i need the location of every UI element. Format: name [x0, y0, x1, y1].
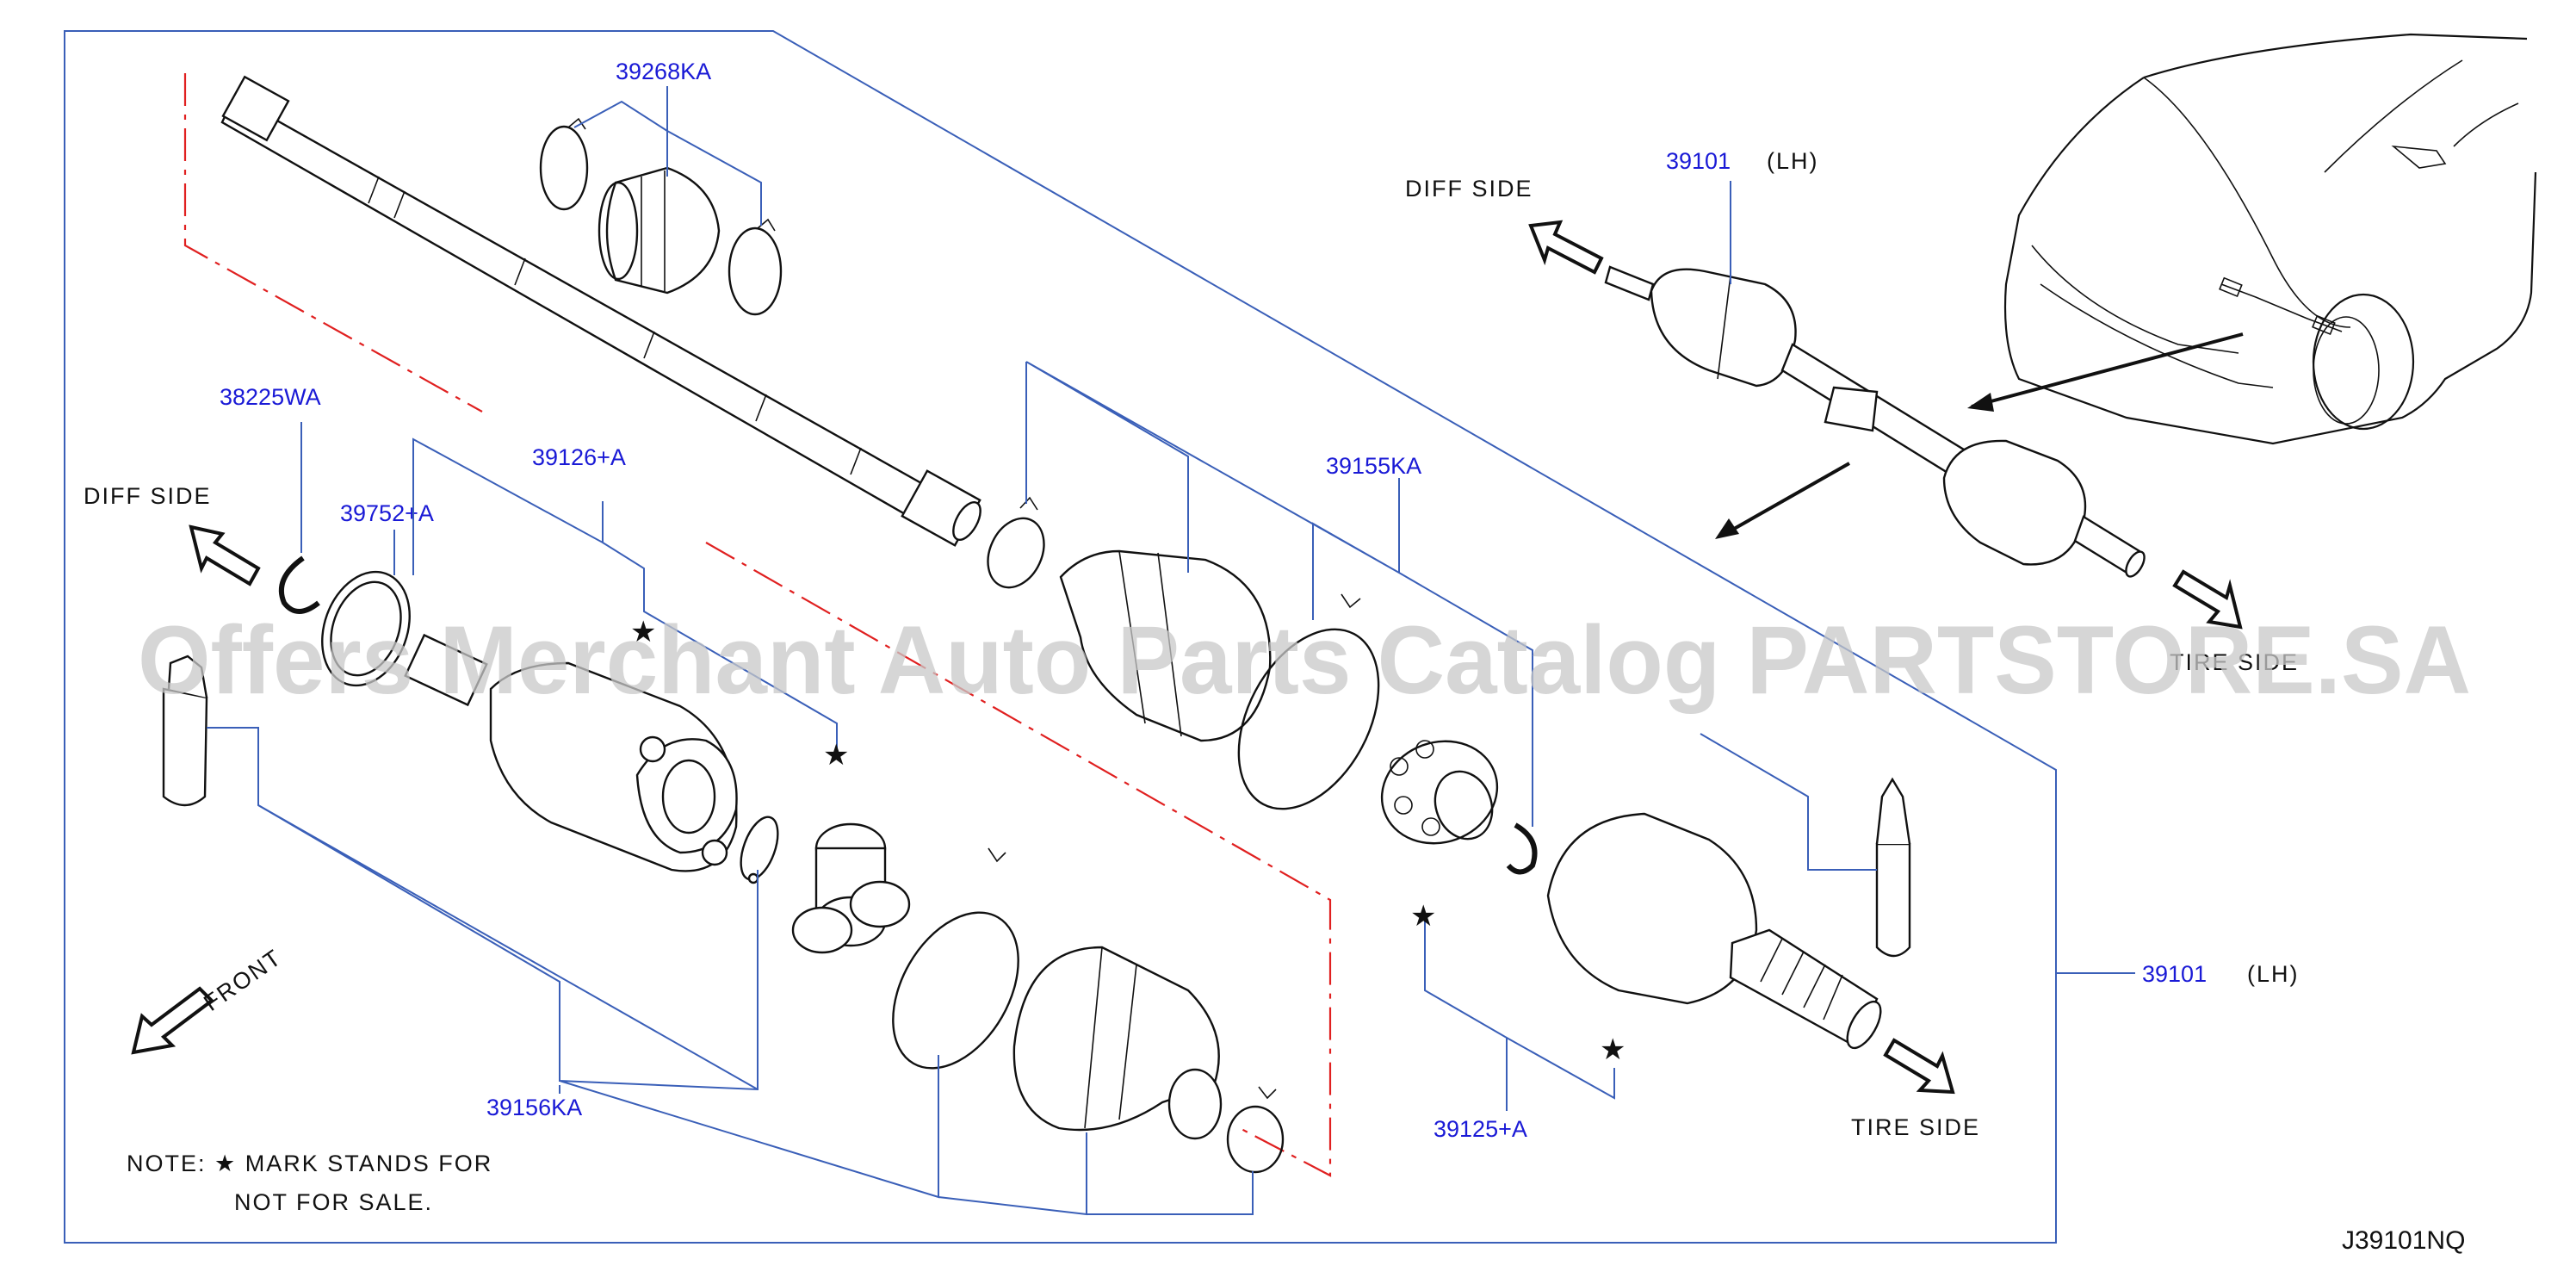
outer-circlip-part — [1506, 822, 1538, 875]
outer-joint-callout: 39125+A — [1434, 1116, 1527, 1142]
outer-joint-star-1: ★ — [1410, 899, 1436, 934]
inner-joint-leader — [412, 437, 838, 749]
inset-shaft-assembly — [1604, 265, 2146, 578]
watermark-text: Offers Merchant Auto Parts Catalog PARTS… — [138, 606, 2471, 714]
grease-tube-left-leader — [207, 727, 759, 1090]
spider-part — [791, 822, 911, 954]
diff-side-arrow-left — [189, 524, 261, 586]
outer-boot-kit-parts — [987, 496, 1380, 810]
snap-ring-callout: 38225WA — [220, 384, 321, 410]
intermediate-shaft — [220, 75, 981, 547]
snap-ring-part — [278, 555, 320, 614]
inner-joint-part — [404, 633, 738, 872]
circlip-part — [740, 816, 779, 884]
note-line-2: NOT FOR SALE. — [234, 1189, 433, 1215]
inner-joint-star-1: ★ — [630, 615, 656, 649]
ball-cage-part — [1380, 740, 1499, 845]
boot-kit-top-parts — [539, 117, 783, 316]
shaft-assy-main-qualifier: (LH) — [2247, 961, 2300, 987]
tire-side-label-bottom: TIRE SIDE — [1851, 1114, 1980, 1140]
vehicle-pointer-head — [1967, 393, 1994, 412]
boot-kit-top-leader — [573, 86, 762, 226]
outer-joint-leader — [1424, 920, 1615, 1111]
front-label: FRONT — [199, 944, 287, 1016]
shaft-assy-main-callout: 39101 — [2142, 961, 2207, 987]
outer-joint-star-2: ★ — [1600, 1033, 1625, 1067]
seal-ring-callout: 39752+A — [340, 500, 434, 526]
tire-side-arrow-bottom — [1883, 1038, 1955, 1095]
inset-pointer-head — [1715, 518, 1739, 539]
vehicle-outline — [2003, 33, 2537, 445]
grease-tube-left — [162, 655, 208, 807]
inner-boot-kit-callout: 39156KA — [486, 1095, 582, 1120]
tire-side-label-inset: TIRE SIDE — [2170, 649, 2299, 675]
seal-ring-part — [321, 570, 411, 687]
outer-boot-kit-callout: 39155KA — [1326, 453, 1421, 479]
grease-tube-right — [1875, 777, 1911, 958]
outer-boot-kit-leader — [1025, 361, 1533, 827]
note-line-1: NOTE: ★ MARK STANDS FOR — [127, 1151, 492, 1176]
boot-kit-top-callout: 39268KA — [616, 59, 711, 84]
inset-pointer-arrow — [1721, 462, 1850, 537]
diff-side-label-left: DIFF SIDE — [84, 483, 212, 509]
front-arrow — [131, 986, 215, 1055]
outer-joint-part — [1546, 812, 1882, 1050]
diagram-code: J39101NQ — [2342, 1226, 2465, 1255]
inner-boot-kit-parts — [892, 847, 1285, 1174]
inner-boot-kit-leader — [257, 804, 1254, 1216]
alignment-line-mid — [705, 542, 1332, 1177]
inner-joint-callout: 39126+A — [532, 444, 626, 470]
grease-tube-right-leader — [1700, 733, 1877, 871]
shaft-assy-inset-qualifier: (LH) — [1767, 148, 1819, 174]
diagram-frame — [64, 30, 2057, 1244]
inner-joint-star-2: ★ — [823, 738, 849, 772]
diff-side-arrow-inset — [1528, 220, 1604, 275]
alignment-line-top — [183, 73, 483, 413]
vehicle-pointer-arrow — [1971, 332, 2244, 408]
diff-side-label-inset: DIFF SIDE — [1405, 176, 1533, 202]
shaft-assy-inset-callout: 39101 — [1666, 148, 1731, 174]
tire-side-arrow-inset — [2172, 569, 2243, 630]
